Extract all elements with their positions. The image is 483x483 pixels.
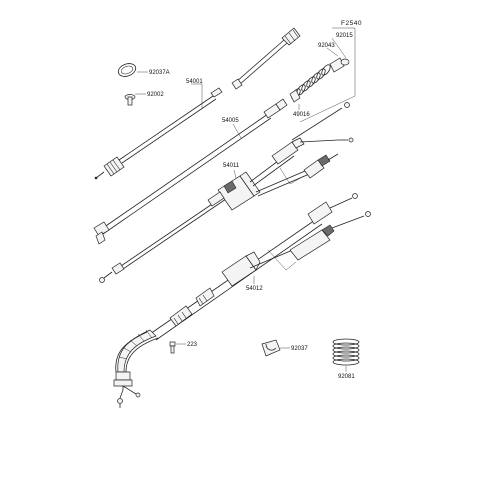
adjuster-upper (271, 102, 354, 165)
callout-92081: 92081 (338, 374, 355, 380)
oring-92037A (117, 63, 148, 77)
bolt-92002 (124, 93, 146, 106)
cable-54001 (94, 83, 223, 180)
cable-54012 (149, 193, 371, 341)
callout-223: 223 (187, 342, 198, 348)
junction-box-54011 (207, 151, 315, 211)
callout-49016: 49016 (293, 112, 310, 118)
cable-top-right (231, 27, 301, 90)
callout-92037: 92037 (291, 346, 308, 352)
clip-92037 (261, 339, 290, 357)
callout-92037A: 92037A (149, 70, 170, 76)
callout-54005: 54005 (222, 118, 239, 124)
diagram-code-label: F2540 (341, 20, 362, 27)
callout-54001: 54001 (186, 79, 203, 85)
callout-54012: 54012 (246, 286, 263, 292)
bolt-223 (169, 341, 186, 354)
cable-elbow (113, 329, 159, 408)
cable-54005 (93, 98, 288, 245)
callout-54011: 54011 (223, 163, 240, 169)
spring-49016 (289, 37, 350, 110)
cable-54011-lower (99, 195, 227, 283)
callout-92043: 92043 (318, 43, 335, 49)
spring-92081 (332, 338, 360, 372)
callout-92015: 92015 (336, 33, 353, 39)
callout-92002: 92002 (147, 92, 164, 98)
adjuster-lower (279, 153, 339, 185)
callout-bracket (299, 27, 356, 123)
